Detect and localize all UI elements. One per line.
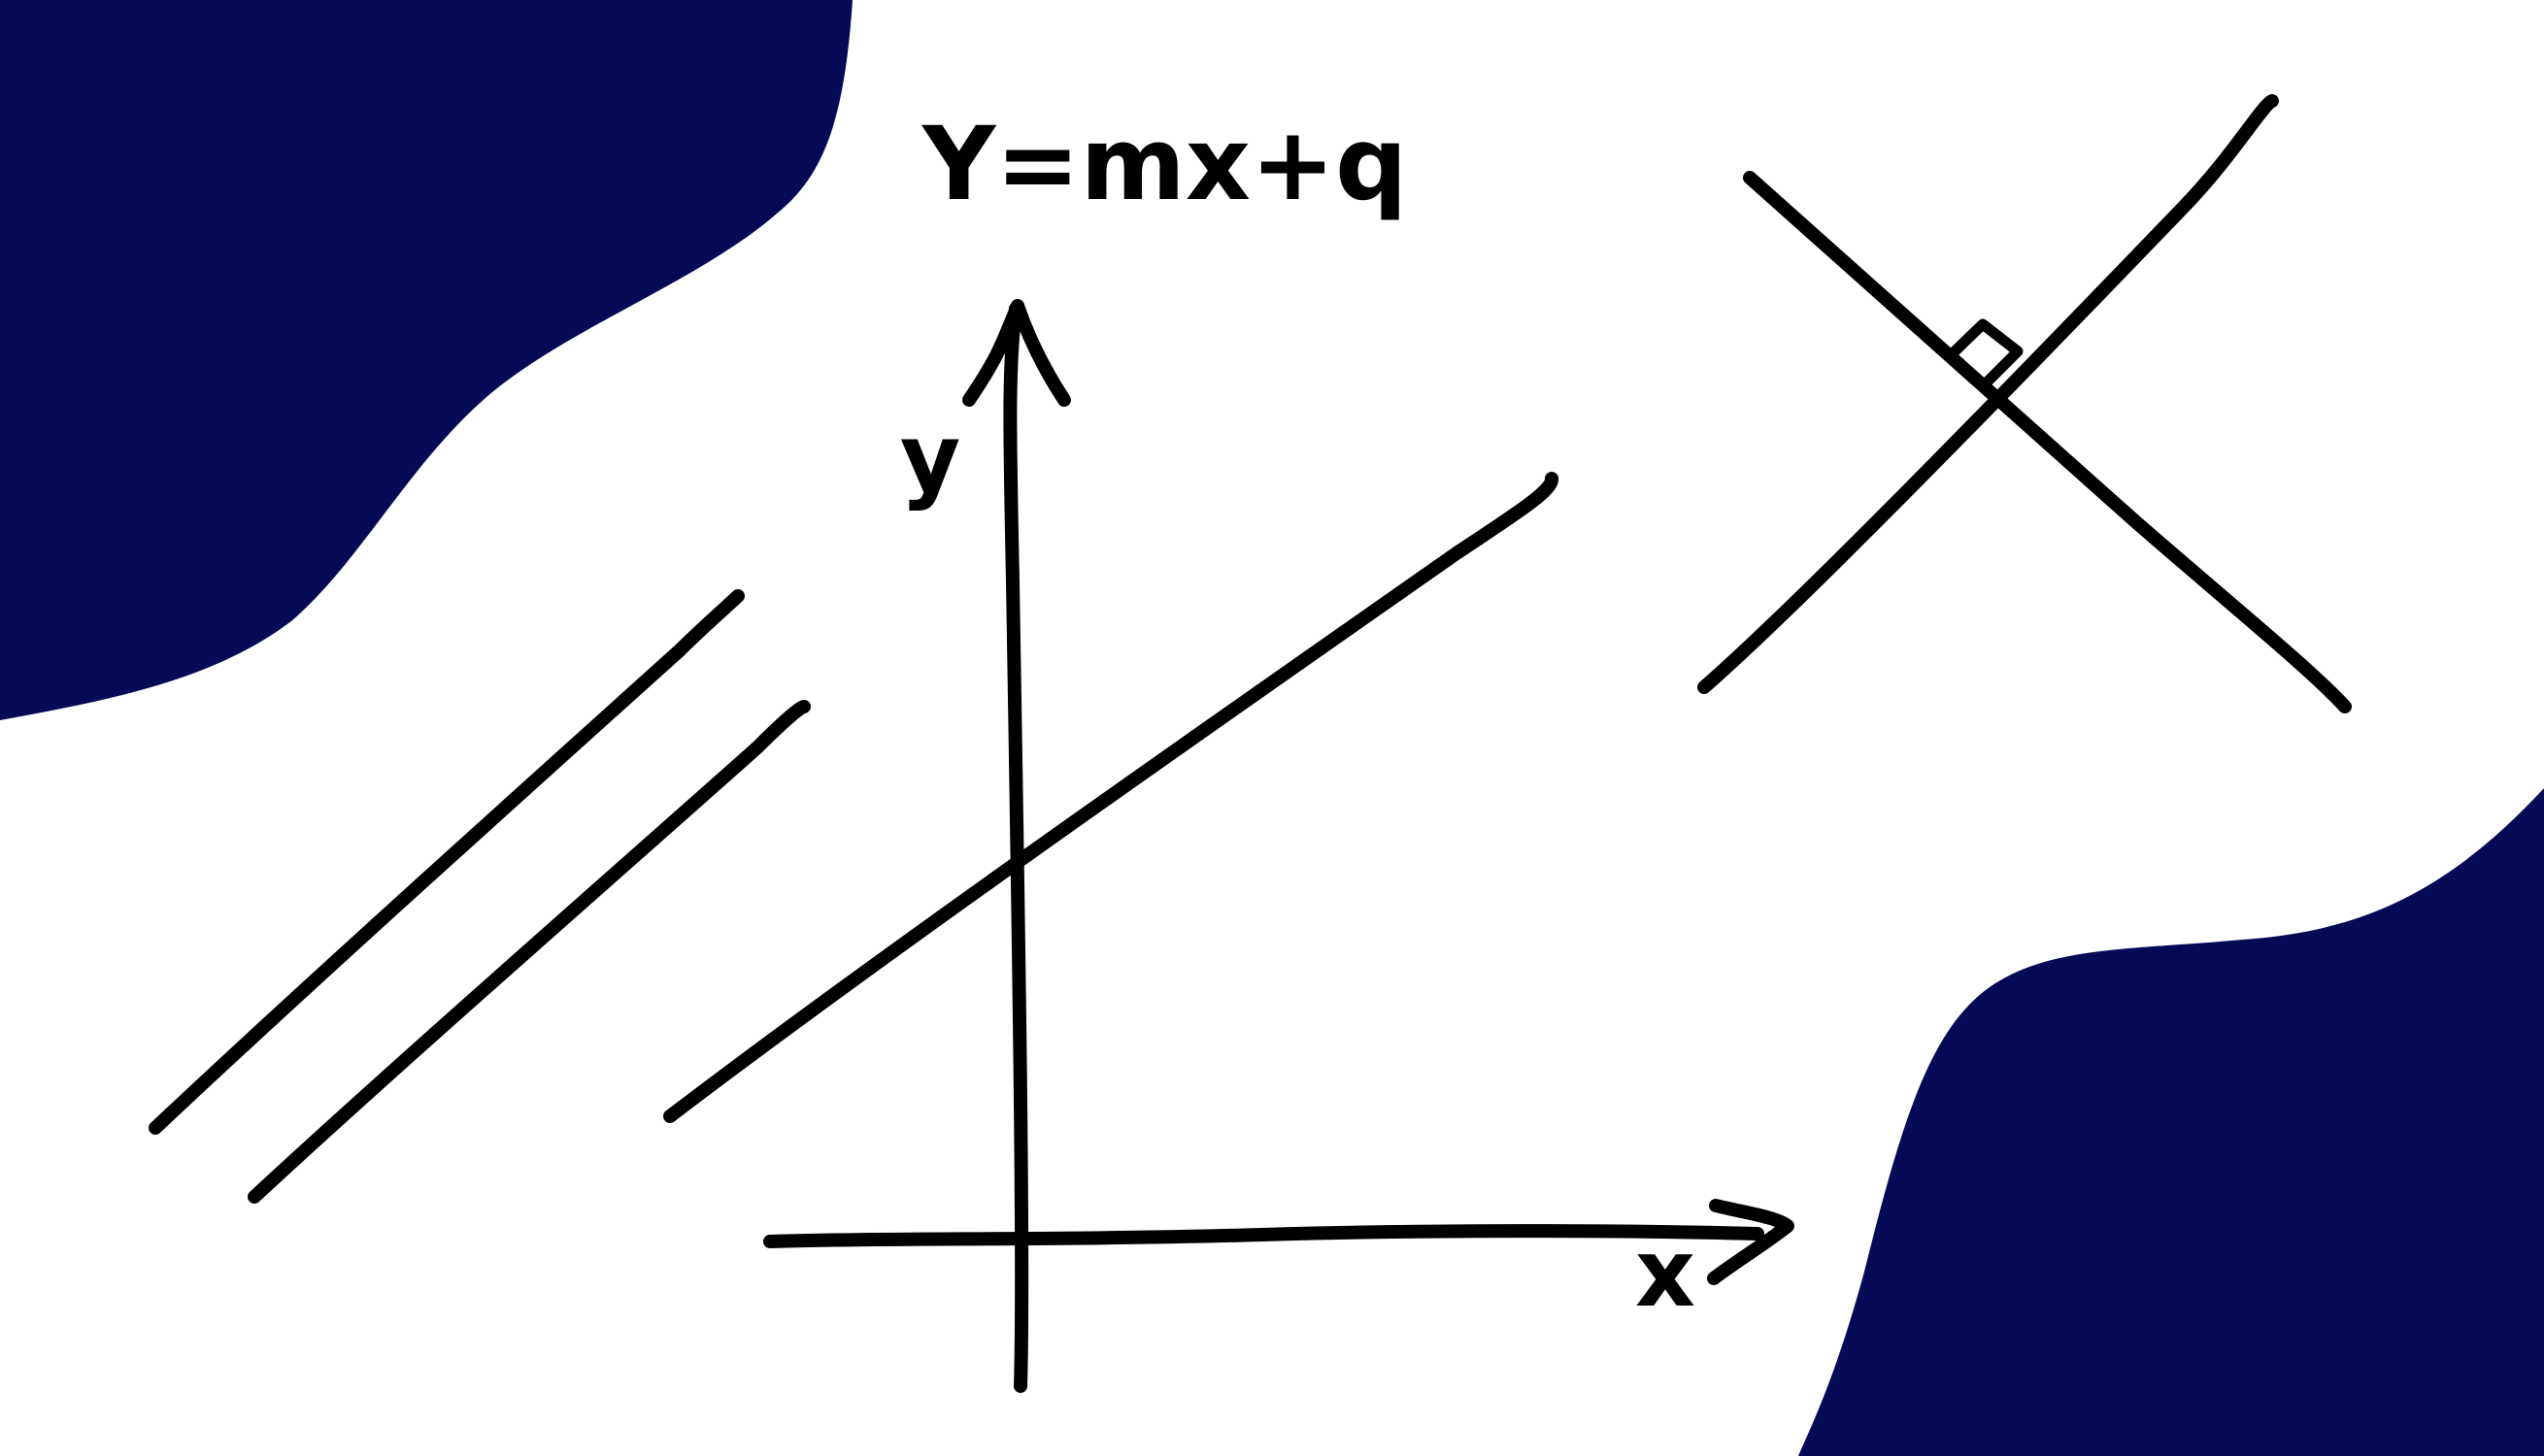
perpendicular-line-2 <box>1743 171 2352 713</box>
top-left-blob <box>0 0 853 720</box>
plotted-line <box>663 472 1558 1123</box>
equation-title: Y=mx+q <box>921 105 1407 223</box>
x-axis-arrowhead <box>1707 1199 1794 1285</box>
y-axis <box>1003 302 1029 1393</box>
x-axis-label: x <box>1635 1219 1695 1328</box>
right-angle-marker <box>1946 318 2024 386</box>
parallel-line-1 <box>149 589 745 1135</box>
parallel-line-2 <box>248 700 811 1204</box>
perpendicular-line-1 <box>1697 94 2279 694</box>
y-axis-label: y <box>900 404 961 513</box>
y-axis-arrowhead <box>962 299 1071 407</box>
bottom-right-blob <box>1798 788 2544 1456</box>
x-axis <box>763 1224 1764 1248</box>
